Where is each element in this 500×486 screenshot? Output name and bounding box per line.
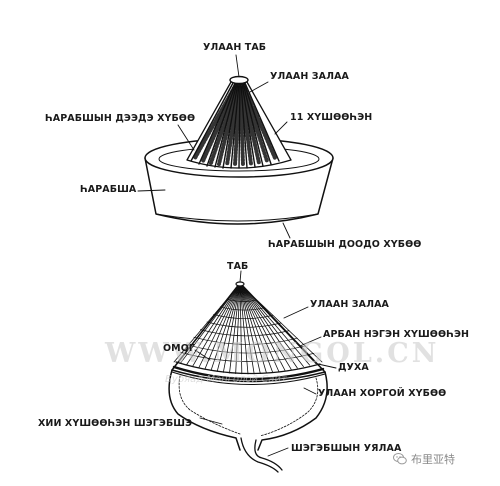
hat2-top-button [235, 281, 245, 287]
hat2-dukha-band [172, 365, 325, 381]
hat2-band [206, 321, 282, 328]
hat2-string [240, 437, 283, 473]
hat2-rib [239, 283, 280, 372]
hat2-omog-band [175, 361, 321, 375]
hat2-red-border [171, 371, 326, 386]
hat2-rib [239, 283, 243, 375]
hat2-fur-line [178, 375, 319, 437]
hat2-rib [198, 283, 241, 369]
hat2-rib [239, 283, 261, 374]
hat2-rib [185, 283, 241, 366]
source-badge: 布里亚特 [393, 451, 455, 467]
label-hat1-lower-brim: ҺАРАБШЫН ДООДО ХҮБӨӨ [268, 239, 422, 250]
hat2-band [213, 314, 274, 319]
hat1 [137, 54, 334, 239]
hat2-band [186, 344, 306, 354]
label-hat1-upper-brim: ҺАРАБШЫН ДЭЭДЭ ХҮБӨӨ [45, 113, 196, 124]
hat2-band [200, 329, 290, 337]
hat2-rib [179, 283, 241, 364]
hat2-band [226, 298, 257, 302]
label-hat2-omog: ОМОГ [163, 343, 196, 354]
label-hat1-red-tassel: УЛААН ЗАЛАА [270, 71, 349, 82]
hat2-rib [235, 283, 241, 374]
label-hat2-top: ТАБ [227, 261, 249, 272]
watermark-subtext: Буряад Монголой Сайт [165, 374, 287, 385]
hat2-band [219, 306, 265, 311]
label-hat2-string: ШЭГЭБШЫН УЯЛАА [291, 443, 402, 454]
hat2-rib [216, 283, 241, 372]
hat2-rib [239, 283, 298, 369]
label-hat2-red-tassel: УЛААН ЗАЛАА [310, 299, 389, 310]
label-hat1-top: УЛААН ТАБ [203, 42, 267, 53]
hat2 [168, 270, 337, 473]
wechat-icon [393, 453, 407, 465]
hat2-rib [222, 283, 241, 373]
hat1-stitch-texture [193, 86, 277, 167]
label-hat2-dukha: ДУХА [338, 362, 369, 373]
hat2-earflaps [168, 369, 328, 451]
hat1-top-button [229, 75, 249, 85]
hat1-lower-brim-line [155, 213, 319, 222]
label-hat2-stitches: АРБАН НЭГЭН ХҮШӨӨҺЭН [323, 329, 470, 340]
hat2-rib [239, 283, 267, 374]
hat2-rib [192, 283, 241, 367]
hat2-band [180, 352, 315, 362]
hat2-rib [229, 283, 241, 374]
hat2-rib [239, 283, 292, 370]
hat2-band [233, 291, 249, 294]
hat2-rib [173, 283, 241, 363]
hat1-leaders [137, 54, 291, 239]
label-hat1-stitches: 11 ХҮШӨӨҺЭН [290, 112, 373, 123]
label-hat2-ear-strip: ХИИ ХҮШӨӨҺЭН ШЭГЭБШЭ [38, 418, 193, 429]
hat2-leaders [194, 270, 337, 457]
badge-label: 布里亚特 [411, 453, 455, 466]
watermark-text: WWW.MONGOL.CN [105, 338, 440, 369]
label-hat1-brim: ҺАРАБША [80, 184, 137, 195]
hat2-band [193, 336, 298, 345]
hat2-rib [239, 283, 286, 371]
hat2-rib [204, 283, 241, 370]
label-hat2-red-border: УЛААН ХОРГОЙ ХҮБӨӨ [318, 388, 447, 399]
hat2-rib [239, 283, 255, 375]
hat2-rib [210, 283, 241, 371]
hat2-cone-bands [180, 291, 315, 362]
hat2-rib [239, 283, 274, 373]
hat2-rib [239, 283, 249, 375]
